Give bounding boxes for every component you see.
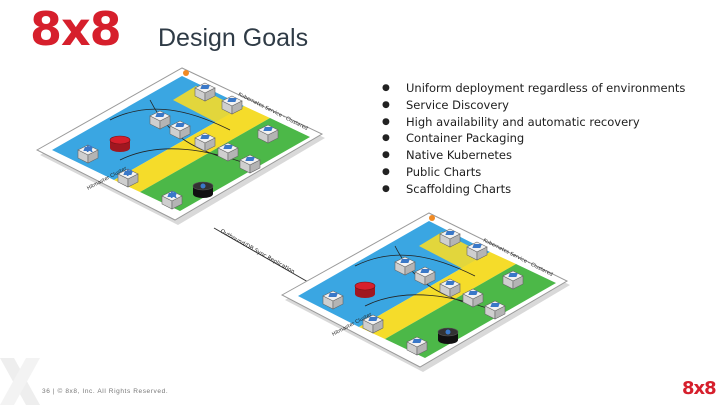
- bullet-text: Uniform deployment regardless of environ…: [406, 81, 686, 95]
- node-letter: P: [126, 169, 133, 179]
- footer-copyright: 36 | © 8x8, Inc. All Rights Reserved.: [42, 388, 169, 395]
- node-letter: R: [170, 191, 177, 201]
- list-item: ● Container Packaging: [382, 130, 685, 147]
- bullet-icon: ●: [382, 83, 390, 93]
- bullet-icon: ●: [382, 150, 390, 161]
- cluster-bottom: Kubernetes Service - Clustered Hitmaster…: [280, 212, 570, 372]
- slide-title: Design Goals: [158, 24, 309, 52]
- brand-logo: 8x8: [30, 2, 122, 56]
- bullet-icon: ●: [382, 116, 390, 127]
- list-item: ● Public Charts: [382, 164, 685, 181]
- list-item: ● Service Discovery: [382, 97, 685, 114]
- bullet-icon: ●: [382, 99, 390, 110]
- bullet-text: Container Packaging: [406, 131, 525, 146]
- replication-label: Outbound/DB Sync Replication: [219, 229, 296, 276]
- list-item: ● High availability and automatic recover…: [382, 114, 685, 131]
- replication-link: [213, 227, 323, 291]
- bullet-text: Service Discovery: [406, 97, 509, 112]
- list-item: ● Native Kubernetes: [382, 147, 685, 164]
- node-letter: R: [86, 145, 93, 155]
- design-goals-list: ● Uniform deployment regardless of enviro…: [382, 80, 685, 198]
- bullet-text: High availability and automatic recovery: [406, 114, 640, 129]
- zone-yellow: [359, 252, 516, 339]
- list-item: ● Uniform deployment regardless of enviro…: [382, 80, 685, 97]
- bullet-text: Scaffolding Charts: [406, 181, 512, 196]
- bullet-icon: ●: [382, 183, 390, 194]
- x-watermark-icon: [0, 358, 40, 405]
- bullet-text: Native Kubernetes: [406, 148, 512, 163]
- footer-logo: 8x8: [682, 378, 717, 399]
- bullet-icon: ●: [382, 133, 390, 144]
- cluster-top: R P R Kubernetes Service - Clustered Hit…: [35, 67, 325, 225]
- bullet-icon: ●: [382, 166, 390, 177]
- list-item: ● Scaffolding Charts: [382, 181, 685, 198]
- zone-yellow: [114, 106, 270, 192]
- bullet-text: Public Charts: [406, 164, 482, 179]
